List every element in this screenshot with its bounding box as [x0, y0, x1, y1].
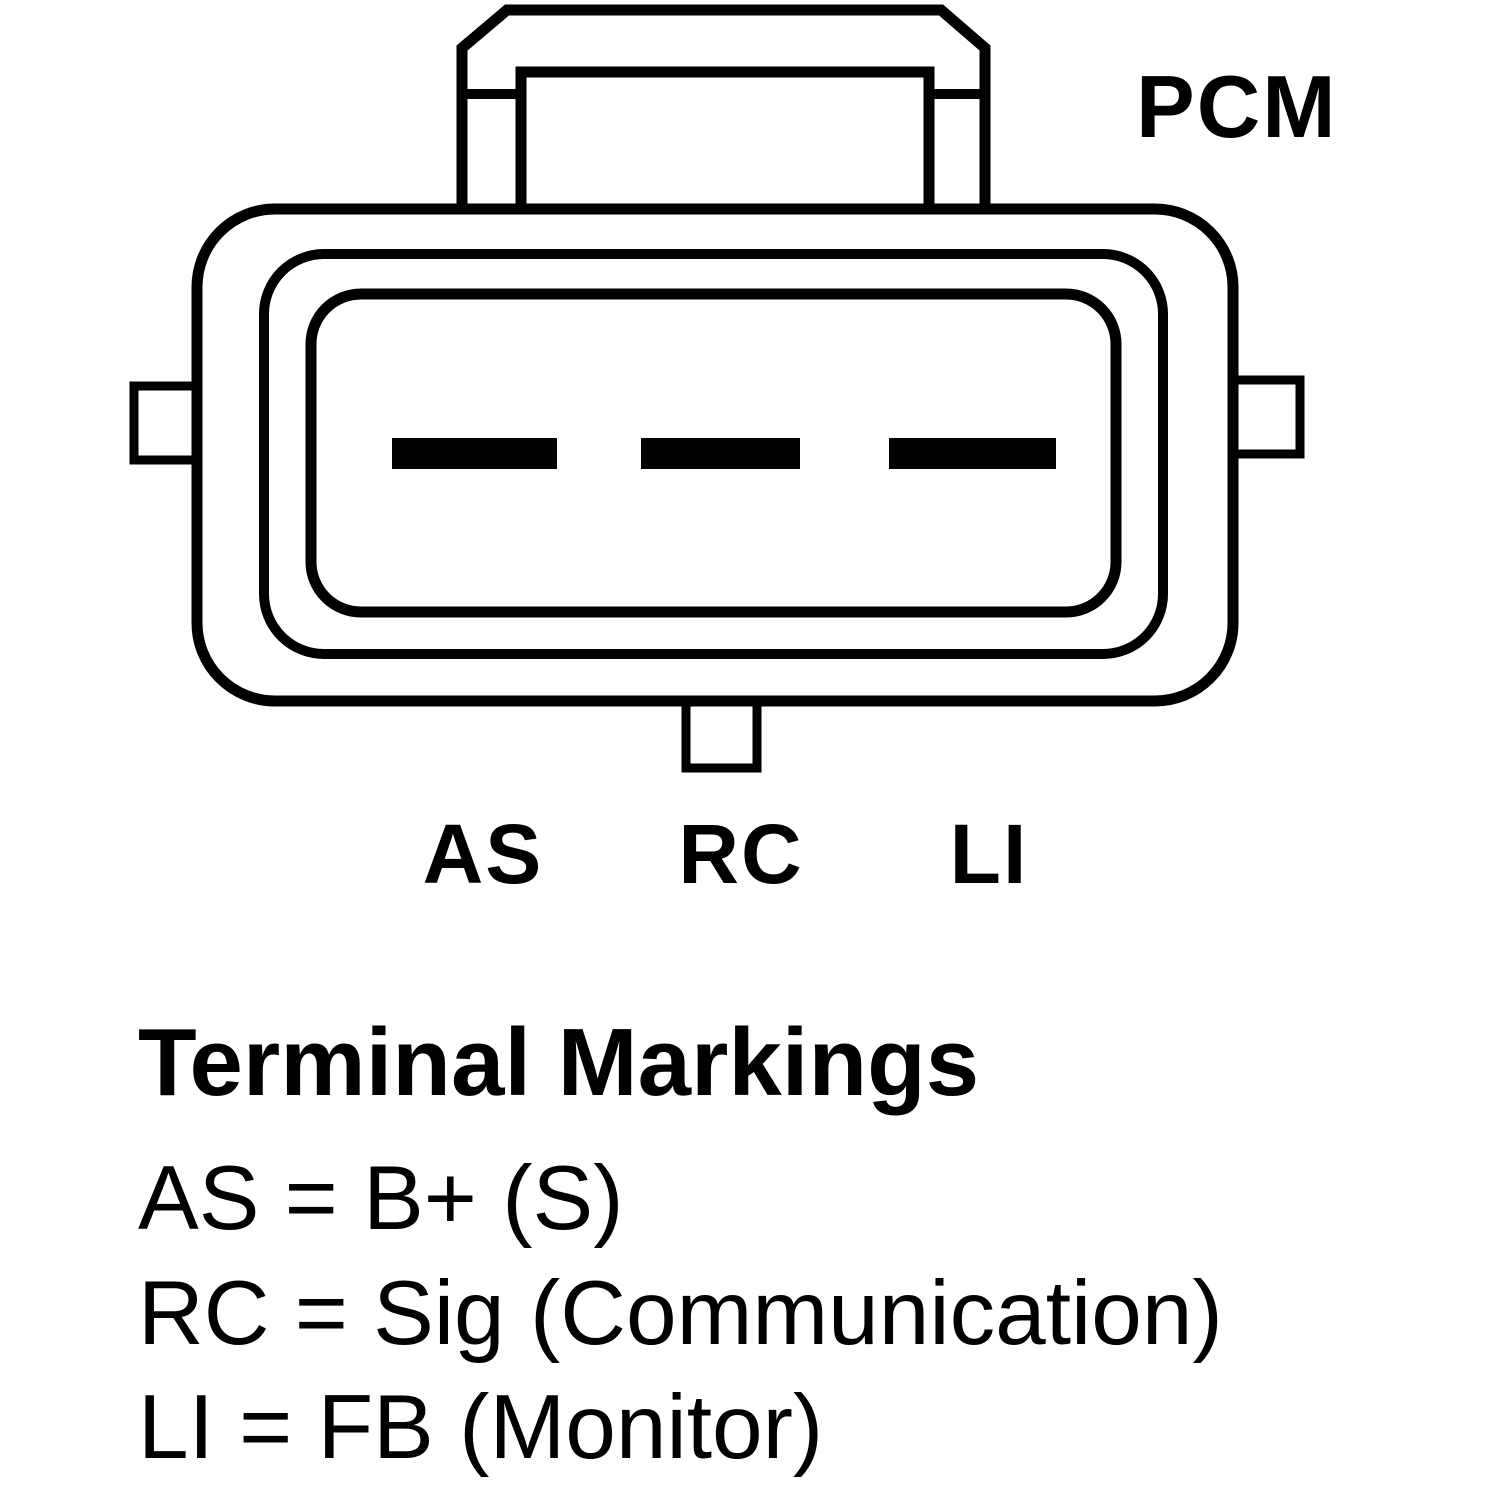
legend-title: Terminal Markings — [138, 1009, 980, 1116]
pcm-label: PCM — [1136, 57, 1338, 156]
terminal-slot-rc — [641, 438, 800, 469]
housing-middle — [259, 249, 1168, 659]
housing-cavity — [305, 288, 1122, 618]
terminal-slot-as — [392, 438, 557, 469]
terminal-label-li: LI — [949, 807, 1029, 901]
lock-tab-inner — [515, 66, 935, 224]
terminal-markings-legend: Terminal Markings AS = B+ (S) RC = Sig (… — [138, 1008, 1223, 1486]
legend-entry-rc: RC = Sig (Communication) — [138, 1262, 1223, 1364]
terminal-label-rc: RC — [678, 807, 804, 901]
terminal-slot-li — [889, 438, 1056, 469]
terminal-label-as: AS — [422, 807, 544, 901]
legend-entry-as: AS = B+ (S) — [138, 1148, 624, 1249]
legend-entry-li: LI = FB (Monitor) — [138, 1377, 824, 1479]
